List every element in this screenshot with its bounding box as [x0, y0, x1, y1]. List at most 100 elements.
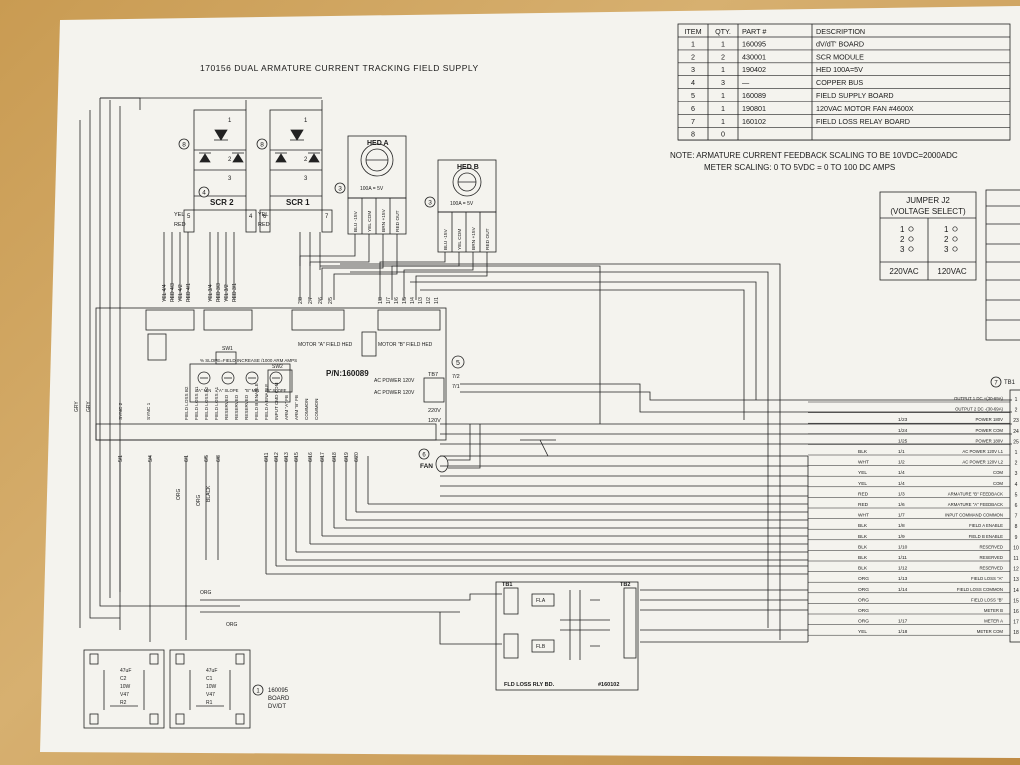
tb1-row-wire: YEL: [858, 629, 867, 635]
hed-b-pin-label: RED OUT: [485, 228, 491, 250]
tb1-row-wire: ORG: [858, 597, 869, 603]
tb1-row-term: 15: [1013, 598, 1019, 604]
bottom-wire-label: 6/12: [274, 452, 280, 462]
bottom-wire-label: 6/20: [354, 452, 360, 462]
field-loss-relay-board: [495, 581, 639, 691]
bottom-wire-label: 6/1: [184, 455, 190, 462]
scr2-yel: YEL: [174, 212, 184, 218]
bom-header-cell: DESCRIPTION: [816, 27, 865, 36]
jumper-pin-right: 2: [944, 235, 949, 244]
hed-a-pin-label: BRN +15V: [381, 208, 387, 232]
pot-label: "B" MIN: [245, 388, 260, 393]
tb1-row-desc: COM: [993, 481, 1003, 486]
tb1-row-term: 8: [1015, 524, 1018, 530]
tb1-row-desc: METER A: [984, 619, 1003, 624]
tb6-terminal-label: FIELD LOSS A2: [204, 386, 209, 420]
tb1-row-wire: RED: [858, 491, 869, 497]
tb1-row-term: 14: [1013, 588, 1019, 594]
fan-callout-circle: [418, 448, 430, 460]
tb1-row-desc: POWER COM: [976, 428, 1004, 433]
board-part-number: P/N:160089: [326, 369, 369, 378]
tb1-row-wire: BLK: [858, 555, 868, 561]
tb1-row-term: 1: [1015, 397, 1018, 403]
right-edge-box: [985, 189, 1020, 341]
scr1-pin1: 1: [304, 118, 308, 124]
tb1-row-code: 1/3: [898, 491, 905, 497]
relay-flb: FLB: [536, 644, 546, 650]
relay-fla: FLA: [536, 598, 546, 604]
callout-5-circle: [451, 355, 465, 369]
tb1-row-term: 17: [1013, 620, 1019, 626]
bom-cell: FIELD SUPPLY BOARD: [816, 91, 894, 100]
tb2-wire-label: 2/8: [298, 297, 304, 304]
bill-of-materials-table: [677, 23, 1011, 141]
v220-label: 220V: [428, 408, 441, 414]
tb6-terminal-label: RESERVED: [234, 394, 239, 420]
hed-a-pin-label: YEL COM: [367, 211, 373, 232]
bom-cell: 4: [691, 78, 695, 87]
bom-cell: 2: [691, 52, 695, 61]
tb6-terminal-label: COMMON: [304, 399, 309, 420]
tb1-row-term: 5: [1015, 492, 1018, 498]
tb1-row-desc: OUTPUT 1 DC +(30-69A): [954, 396, 1004, 401]
tb1-top-wire-label: 1/4: [410, 297, 416, 304]
tb1-row-wire: YEL: [858, 470, 867, 476]
dvdt-value: 47uF: [206, 668, 217, 674]
hed-b-rating: 100A = 5V: [450, 201, 474, 207]
pot-knobs: "A" MIN"A" SLOPE"B" MIN"B" SLOPE: [197, 371, 287, 393]
pot-label: "A" SLOPE: [218, 388, 239, 393]
hed-b-pin-label: BLU -15V: [443, 228, 449, 250]
tb6-terminal-label: FIELD LOSS B2: [184, 386, 189, 420]
sync-label: SYNC 2: [118, 402, 124, 420]
bottom-wire-label: 6/13: [284, 452, 290, 462]
bottom-wire-label: 6/15: [294, 452, 300, 462]
dvdt-value: C2: [120, 676, 127, 682]
tb1-row-term: 6: [1015, 503, 1018, 509]
pot-knob: [269, 371, 283, 385]
tb1-row-code: 1/2: [898, 460, 905, 466]
tb1-row-code: 1/6: [898, 502, 905, 508]
relay-part-number: #160102: [598, 682, 619, 688]
tb1-row-term: 9: [1015, 535, 1018, 541]
bom-cell: 7: [691, 117, 695, 126]
tb1-row-term: 1: [1015, 450, 1018, 456]
sw2-label: SW2: [272, 364, 283, 370]
tb1-row-term: 18: [1013, 630, 1019, 636]
bottom-wire-label: 6/16: [308, 452, 314, 462]
scaling-note-line1: NOTE: ARMATURE CURRENT FEEDBACK SCALING …: [670, 151, 958, 160]
bom-cell: 1: [721, 104, 725, 113]
bom-header-cell: QTY.: [715, 27, 731, 36]
jumper-pin-left: 3: [900, 245, 905, 254]
tb1-row-desc: RESERVED: [979, 544, 1003, 549]
bottom-wire-label: 6/19: [344, 452, 350, 462]
pot-knob: [245, 371, 259, 385]
tb1-row-desc: METER COM: [977, 629, 1004, 634]
tb6-terminal-label: COMMON: [314, 399, 319, 420]
fan-label: FAN: [420, 463, 433, 470]
jumper-subtitle: (VOLTAGE SELECT): [890, 207, 966, 216]
tb1-row-term: 11: [1013, 556, 1018, 562]
scr2-pin3: 3: [228, 176, 232, 182]
tb1-row-wire: BLK: [858, 449, 868, 455]
dvdt-callout-circle: [252, 684, 264, 696]
wire-black: BLACK: [206, 485, 212, 502]
bom-cell: 160089: [742, 91, 766, 100]
ac-power-label-2: AC POWER 120V: [374, 390, 415, 396]
hed-a-pin-label: RED OUT: [395, 210, 401, 232]
tb1-row-code: 1/17: [898, 619, 908, 625]
v120-label: 120V: [428, 418, 441, 424]
tb6-terminal-label: INPUT CMD COM: [274, 382, 279, 420]
tb1-row-term: 13: [1013, 577, 1019, 583]
bom-cell: HED 100A=5V: [816, 65, 863, 74]
tb1-top-wire-label: 1/3: [418, 297, 424, 304]
bom-cell: 6: [691, 104, 695, 113]
jumper-220vac-label: 220VAC: [889, 267, 918, 276]
dvdt-board-label: BOARD: [268, 696, 290, 702]
tb1-row-term: 7: [1015, 514, 1018, 520]
hed-b-pin-label: YEL COM: [457, 229, 463, 250]
tb6-terminal-label: FIELD A ENABLE: [264, 384, 269, 420]
bom-cell: 1: [721, 117, 725, 126]
bottom-wire-label: 6/8: [216, 455, 222, 462]
